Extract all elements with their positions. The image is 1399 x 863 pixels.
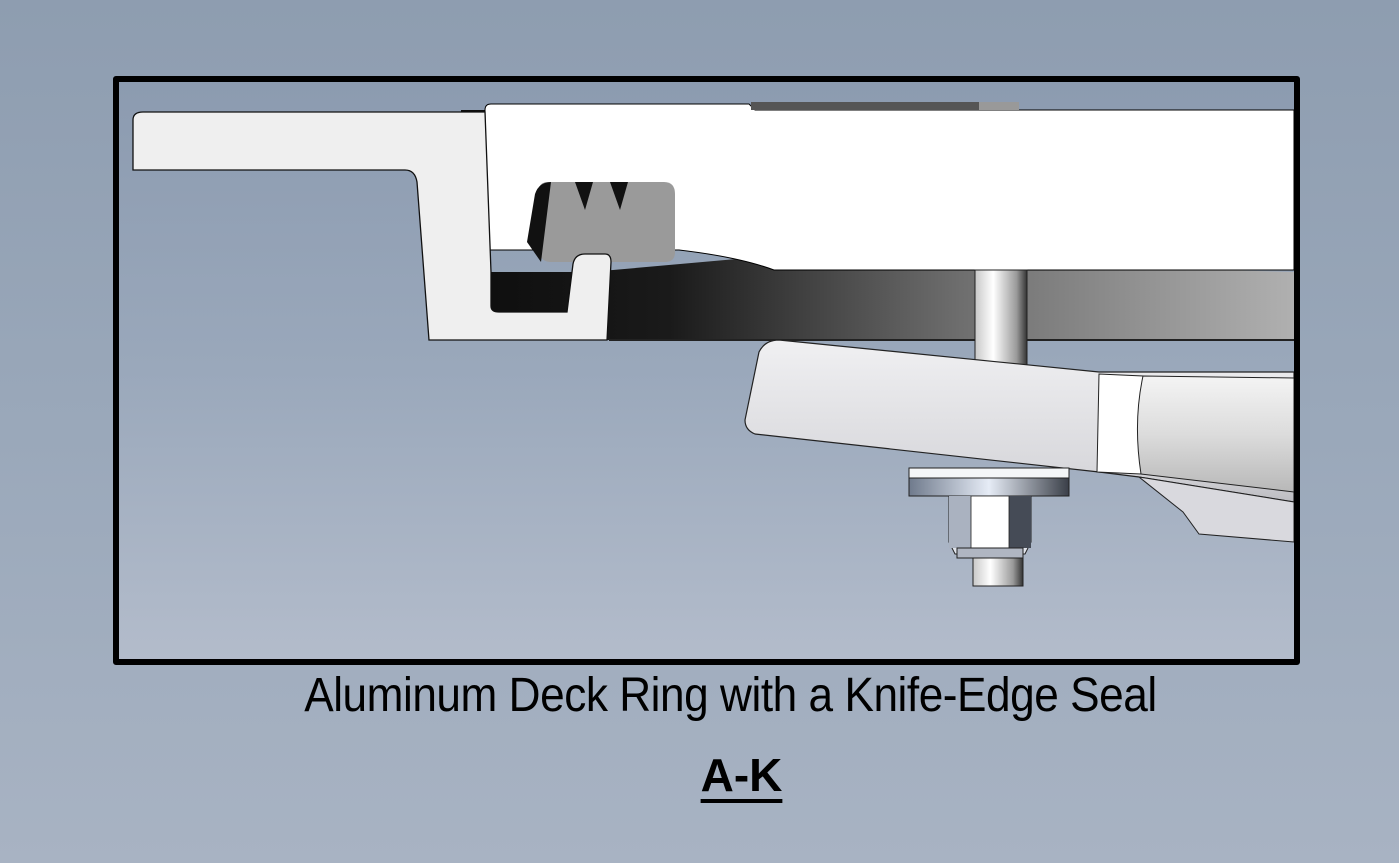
aluminum-deck-ring (132, 111, 612, 341)
figure-code-label: A-K (700, 749, 783, 801)
hex-nut (948, 495, 1032, 587)
washer (908, 467, 1070, 497)
deck-plate (484, 102, 1294, 271)
cross-section-illustration (132, 102, 1294, 587)
support-bracket (744, 339, 1294, 543)
knife-edge-seal (527, 182, 675, 262)
figure-code: A-K (0, 748, 1399, 802)
diagram-frame (113, 76, 1300, 665)
support-leg-bolt (974, 269, 1028, 371)
rim-cavity (461, 110, 1294, 341)
figure-title: Aluminum Deck Ring with a Knife-Edge Sea… (304, 669, 1157, 722)
